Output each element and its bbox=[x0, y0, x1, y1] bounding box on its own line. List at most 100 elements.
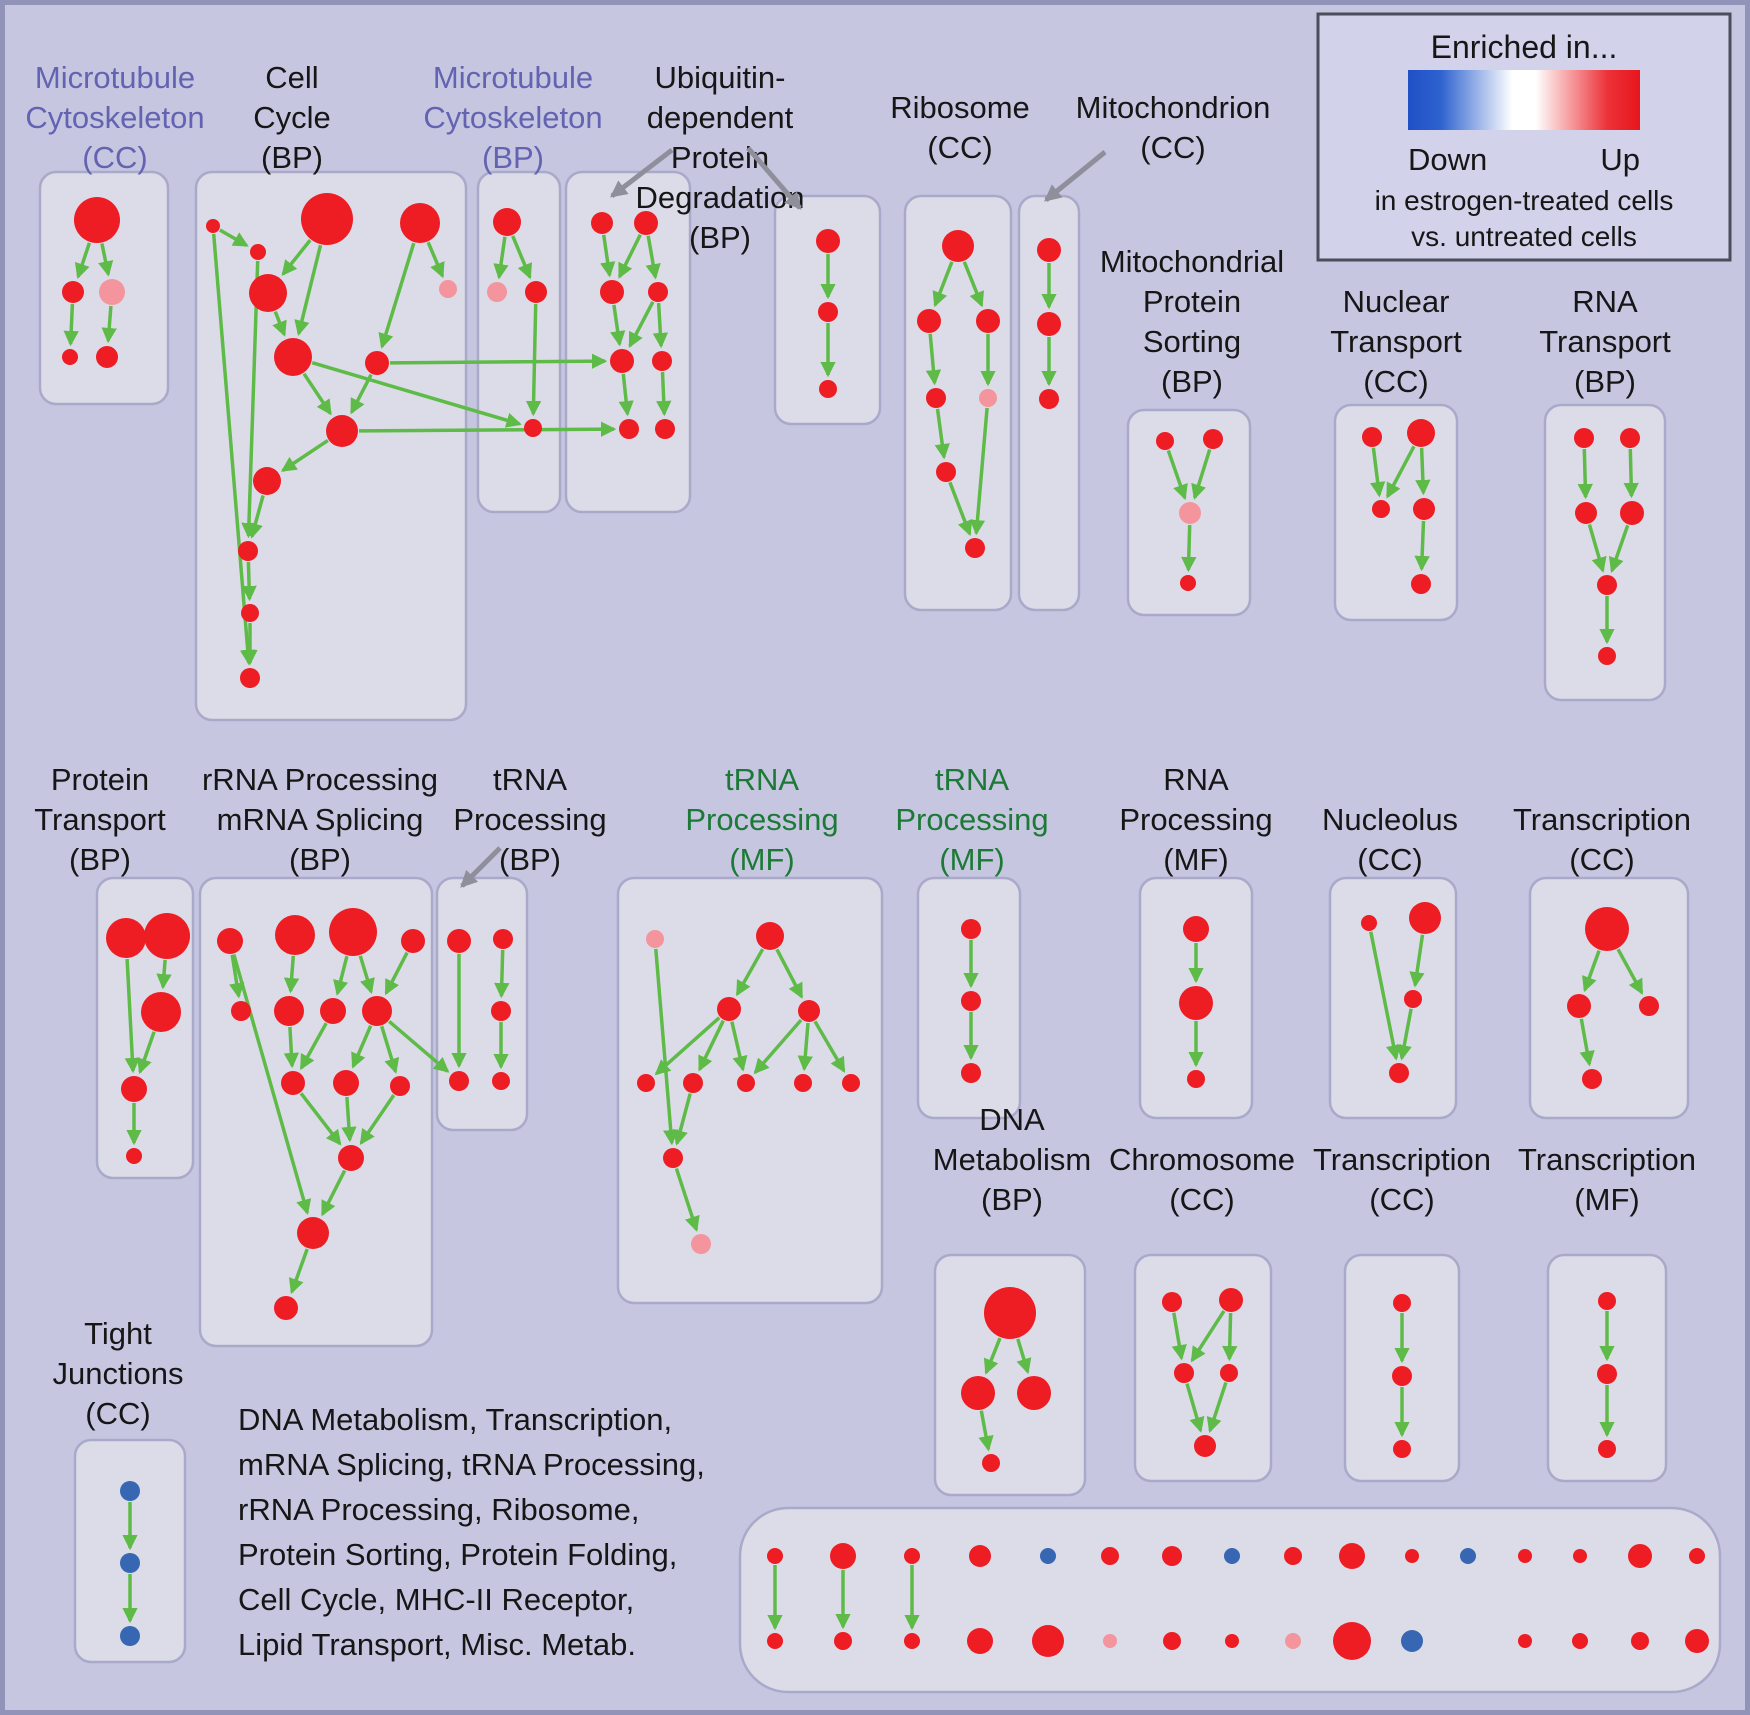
edge-d4-d6 bbox=[652, 302, 669, 349]
edge-i4-i5 bbox=[1414, 520, 1430, 572]
label-line: (CC) bbox=[1369, 1182, 1434, 1217]
go-node-e1 bbox=[816, 229, 840, 253]
edge-a1-a3 bbox=[98, 243, 114, 277]
label-line: Processing bbox=[453, 802, 606, 837]
label-line: (BP) bbox=[482, 140, 544, 175]
edge-f1-f3 bbox=[962, 261, 984, 308]
go-node-d7 bbox=[619, 419, 639, 439]
go-node-x6b bbox=[1103, 1634, 1117, 1648]
go-node-q3 bbox=[1404, 990, 1422, 1008]
label-line: Microtubule bbox=[35, 60, 195, 95]
go-node-m2 bbox=[493, 929, 513, 949]
go-node-b7 bbox=[274, 338, 312, 376]
label-line: tRNA bbox=[935, 762, 1009, 797]
cluster-label-ribosome-cc: Ribosome (CC) bbox=[890, 90, 1030, 165]
go-node-x8b bbox=[1225, 1634, 1239, 1648]
go-node-n5 bbox=[637, 1074, 655, 1092]
label-line: (CC) bbox=[927, 130, 992, 165]
go-node-b13 bbox=[240, 668, 260, 688]
go-node-w2 bbox=[120, 1553, 140, 1573]
go-node-d3 bbox=[600, 280, 624, 304]
edge-l10-l12 bbox=[341, 1096, 357, 1143]
edges-layer bbox=[63, 228, 1644, 1631]
edge-q3-q4 bbox=[1396, 1008, 1413, 1061]
label-line: Cycle bbox=[253, 100, 331, 135]
go-node-n11 bbox=[691, 1234, 711, 1254]
edge-t2-t3 bbox=[1190, 1309, 1226, 1363]
edge-j4-j5 bbox=[1608, 524, 1630, 573]
go-node-d2 bbox=[634, 211, 658, 235]
go-node-i1 bbox=[1362, 427, 1382, 447]
edge-j1-j3 bbox=[1577, 448, 1593, 500]
edge-k2-k3 bbox=[156, 959, 172, 990]
go-node-d4 bbox=[648, 282, 668, 302]
go-node-l2 bbox=[275, 915, 315, 955]
edge-q1-q4 bbox=[1369, 931, 1402, 1061]
legend-box bbox=[1316, 12, 1732, 262]
label-line: Tight bbox=[84, 1316, 152, 1351]
go-node-d8 bbox=[655, 419, 675, 439]
edge-q2-q3 bbox=[1409, 934, 1425, 988]
go-node-t2 bbox=[1219, 1288, 1243, 1312]
label-line: Protein Sorting, Protein Folding, bbox=[238, 1537, 677, 1572]
go-node-m4 bbox=[449, 1071, 469, 1091]
go-node-a5 bbox=[96, 346, 118, 368]
go-node-t5 bbox=[1194, 1435, 1216, 1457]
go-node-s3 bbox=[1017, 1376, 1051, 1410]
go-node-p3 bbox=[1187, 1070, 1205, 1088]
go-node-i5 bbox=[1411, 574, 1431, 594]
edge-n10-n11 bbox=[674, 1167, 700, 1232]
go-node-s4 bbox=[982, 1454, 1000, 1472]
go-node-x12t bbox=[1460, 1548, 1476, 1564]
go-node-x13t bbox=[1518, 1549, 1532, 1563]
go-node-f6 bbox=[936, 462, 956, 482]
label-line: Degradation bbox=[636, 180, 805, 215]
go-node-r2 bbox=[1567, 994, 1591, 1018]
go-node-v1 bbox=[1598, 1292, 1616, 1310]
edge-f2-f4 bbox=[925, 333, 942, 386]
edge-h3-h4 bbox=[1181, 524, 1197, 573]
edge-j2-j4 bbox=[1623, 448, 1639, 499]
label-line: tRNA bbox=[493, 762, 567, 797]
go-node-d6 bbox=[652, 351, 672, 371]
go-node-n8 bbox=[794, 1074, 812, 1092]
edge-l11-l12 bbox=[359, 1094, 396, 1146]
label-line: DNA Metabolism, Transcription, bbox=[238, 1402, 672, 1437]
go-node-f3 bbox=[976, 309, 1000, 333]
label-line: (MF) bbox=[1163, 842, 1228, 877]
go-node-b2 bbox=[250, 244, 266, 260]
edge-d5-d7 bbox=[618, 373, 634, 417]
edge-b5-b7 bbox=[272, 310, 287, 337]
edge-d6-d8 bbox=[656, 371, 672, 417]
go-node-v3 bbox=[1598, 1440, 1616, 1458]
go-node-x4t bbox=[969, 1545, 991, 1567]
go-node-x15b bbox=[1631, 1632, 1649, 1650]
label-line: Protein bbox=[671, 140, 769, 175]
go-node-f2 bbox=[917, 309, 941, 333]
cluster-label-nucleolus-cc: Nucleolus(CC) bbox=[1322, 802, 1458, 877]
go-node-v2 bbox=[1597, 1364, 1617, 1384]
label-line: Mitochondrial bbox=[1100, 244, 1284, 279]
edge-l13-l14 bbox=[288, 1248, 309, 1295]
go-node-x9t bbox=[1284, 1547, 1302, 1565]
go-node-b10 bbox=[253, 467, 281, 495]
edge-b7-b9 bbox=[302, 372, 332, 416]
go-node-l1 bbox=[217, 928, 243, 954]
label-line: (CC) bbox=[1569, 842, 1634, 877]
go-node-r1 bbox=[1585, 907, 1629, 951]
edge-c3-c4 bbox=[525, 303, 542, 417]
go-node-p2 bbox=[1179, 986, 1213, 1020]
go-node-n9 bbox=[842, 1074, 860, 1092]
label-line: Ribosome bbox=[890, 90, 1030, 125]
cluster-box-dna-metabolism-bp bbox=[933, 1253, 1087, 1497]
edge-i2-i4 bbox=[1415, 447, 1431, 496]
go-node-k1 bbox=[106, 918, 146, 958]
go-node-h2 bbox=[1203, 429, 1223, 449]
go-node-s2 bbox=[961, 1376, 995, 1410]
go-node-k3 bbox=[141, 992, 181, 1032]
